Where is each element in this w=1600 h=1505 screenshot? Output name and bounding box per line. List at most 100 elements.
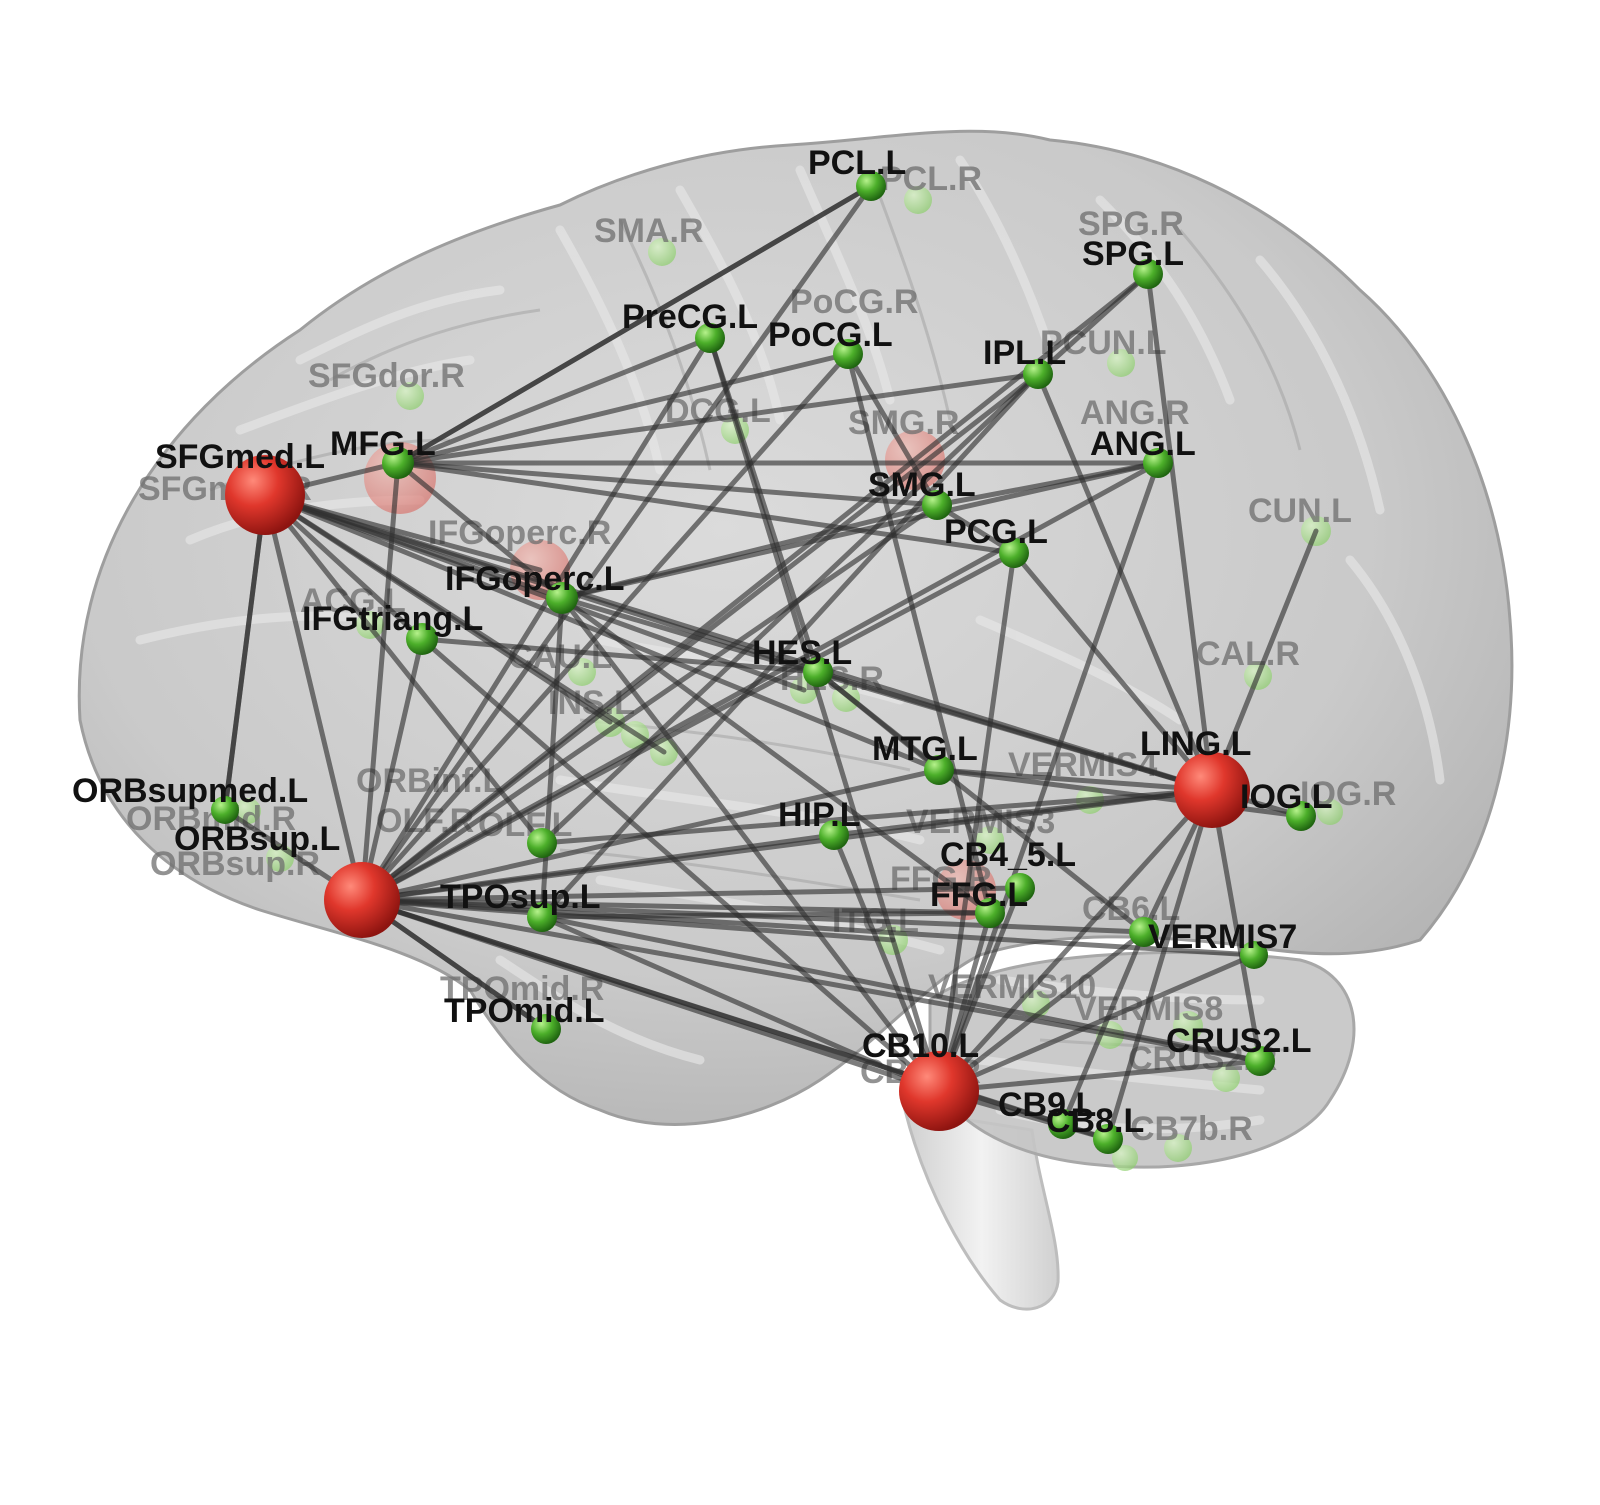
node-cb6-l (1129, 917, 1159, 947)
label-cb7b-r: CB7b.R (1130, 1110, 1253, 1148)
label-pcl-l: PCL.L (808, 144, 906, 182)
edge-cun-l-ling-l (1209, 528, 1319, 793)
edge-mfg-l-smg-l (395, 460, 940, 508)
node-cb9-l (1048, 1109, 1078, 1139)
edge-precg-l-cb10-l (707, 335, 942, 1094)
node-mfg-l (382, 447, 414, 479)
node-crus2-l (1245, 1046, 1275, 1076)
node-hip-l (819, 820, 849, 850)
edge-tposup-l-crus2-l (539, 914, 1263, 1064)
edge-sfgmed-l-orbsup-l (262, 492, 365, 903)
edge-orbsup-l-cb4-5-l (359, 885, 1023, 903)
edge-mfg-l-pcg-l (395, 460, 1017, 556)
edge-ling-l-crus2-l (1209, 787, 1263, 1064)
node-crus2-r (1212, 1064, 1240, 1092)
node-ifgtriang-l (406, 623, 438, 655)
label-pocg-l: PoCG.L (768, 316, 893, 354)
label-smg-l: SMG.L (868, 466, 976, 504)
edge-vermis7-cb10-l (936, 952, 1257, 1094)
edge-mfg-l-ifgoperc-l (395, 460, 565, 601)
label-ang-l: ANG.L (1090, 425, 1196, 463)
label-ifgtriang-l: IFGtriang.L (302, 600, 483, 638)
label-pocg-r: PoCG.R (790, 283, 918, 321)
edge-orbsup-l-pcg-l (359, 550, 1017, 903)
node-tposup-l (527, 902, 557, 932)
label-cal-r: CAL.R (1196, 635, 1300, 673)
label-orbmid-r: ORBmid.R (126, 800, 296, 838)
node-cb7b-r (1164, 1134, 1192, 1162)
edge-spg-l-ling-l (1145, 271, 1215, 793)
edge-orbsup-l-pocg-l (359, 351, 851, 903)
edge-olf-l-ipl-l (539, 371, 1041, 846)
node-vermis3 (976, 826, 1004, 854)
node-smg-l (922, 490, 952, 520)
edge-ifgtriang-l-hes-l (419, 636, 821, 675)
edge-ling-l-cb10-l (936, 787, 1215, 1094)
node-tpomid-l (531, 1014, 561, 1044)
label-hes-l: HES.L (752, 634, 852, 672)
label-spg-r: SPG.R (1078, 205, 1184, 243)
node-cb10-l (899, 1051, 979, 1131)
edge-crus2-l-cb10-l (936, 1058, 1263, 1094)
node-hes-l (803, 657, 833, 687)
edge-orbsupmed-l-sfgmed-l (222, 492, 268, 813)
label-tposup-l: TPOsup.L (440, 878, 601, 916)
edge-ifgtriang-l-orbsup-l (359, 636, 425, 903)
edge-mfg-l-pocg-l (395, 351, 851, 466)
node-ifgoperc-l (546, 582, 578, 614)
label-cun-l: CUN.L (1248, 492, 1352, 530)
brain-stem (902, 1108, 1060, 1311)
node-precg-l (695, 323, 725, 353)
label-cb4-5-l: CB4_5.L (940, 836, 1076, 874)
node-ffg-l (975, 898, 1005, 928)
edge-mfg-l-ipl-l (395, 371, 1041, 466)
label-spg-l: SPG.L (1082, 235, 1184, 273)
node-pcun-l (1107, 349, 1135, 377)
nodes-front-layer (211, 171, 1316, 1154)
node-orbmid-r (235, 798, 261, 824)
edge-cb6-l-cb10-l (936, 929, 1147, 1094)
edge-pcl-l-mfg-l (395, 183, 874, 466)
label-precg-l: PreCG.L (622, 298, 758, 336)
edge-orbsup-l-spg-l (359, 271, 1151, 903)
edge-ipl-l-tposup-l (539, 371, 1041, 920)
edge-hes-l-mtg-l (815, 669, 942, 773)
edge-mfg-l-precg-l (395, 335, 713, 466)
node-pcl-r (904, 186, 932, 214)
label-cb8-l: CB8.L (1046, 1102, 1144, 1140)
edge-spg-l-ipl-l (1035, 271, 1151, 377)
node-iog-l (1286, 801, 1316, 831)
label-orbsup-l: ORBsup.L (174, 820, 340, 858)
edge-tposup-l-cb10-l (539, 914, 942, 1094)
edge-orbsup-l-vermis7 (359, 897, 1257, 958)
edge-ang-l-smg-l (934, 460, 1161, 508)
edge-sfgmed-l-ifgoperc-r (262, 492, 543, 573)
node-ipl-l (1023, 359, 1053, 389)
edge-sfgmed-l-olf-l (262, 492, 545, 846)
label-ipl-l: IPL.L (983, 334, 1066, 372)
label-crus2-l: CRUS2.L (1166, 1022, 1311, 1060)
label-iog-l: IOG.L (1240, 778, 1333, 816)
node-iog-r (1317, 799, 1343, 825)
edge-mfg-l-orbsup-l (359, 460, 401, 903)
label-mfg-l: MFG.L (330, 425, 436, 463)
node-sfgmed-l (225, 455, 305, 535)
label-ang-r: ANG.R (1080, 394, 1190, 432)
label-ifgoperc-l: IFGoperc.L (445, 560, 624, 598)
edge-ling-l-cb8-l (1105, 787, 1215, 1142)
label-cb10-l: CB10.L (862, 1027, 979, 1065)
node-ling-l (1174, 752, 1250, 828)
edge-ifgoperc-l-ffg-l (559, 595, 993, 916)
label-orbsupmed-l: ORBsupmed.L (72, 772, 308, 810)
node-vermis7 (1240, 941, 1268, 969)
label-iog-r: IOG.R (1300, 775, 1396, 813)
node-ang-l (1143, 448, 1173, 478)
node-olf-l (527, 828, 557, 858)
node-pcg-l (999, 538, 1029, 568)
node-orbsupmed-l (211, 796, 239, 824)
label-sfgdor-r: SFGdor.R (308, 357, 465, 395)
edge-orbsup-l-hip-l (359, 832, 837, 903)
label-sma-r: SMA.R (594, 212, 704, 250)
